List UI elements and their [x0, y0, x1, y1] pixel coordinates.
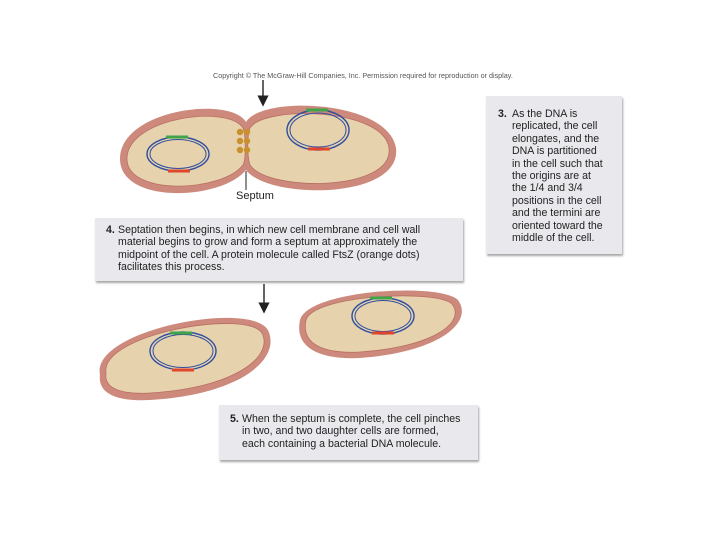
- caption-line: As the DNA is: [512, 108, 603, 120]
- copyright-notice: Copyright © The McGraw-Hill Companies, I…: [213, 71, 513, 80]
- caption-line: material begins to grow and form a septu…: [118, 236, 420, 248]
- caption-line: elongates, and the: [512, 133, 603, 145]
- caption-line: and the termini are: [512, 207, 603, 219]
- caption-line: DNA is partitioned: [512, 145, 603, 157]
- step-number: 4.: [106, 224, 115, 236]
- step-number: 3.: [498, 108, 507, 120]
- step-4-caption: 4. Septation then begins, in which new c…: [95, 218, 463, 281]
- step-3-caption: 3. As the DNA is replicated, the cell el…: [486, 96, 622, 254]
- caption-line: midpoint of the cell. A protein molecule…: [118, 249, 420, 261]
- caption-line: facilitates this process.: [118, 261, 420, 273]
- caption-line: Septation then begins, in which new cell…: [118, 224, 420, 236]
- caption-line: positions in the cell: [512, 195, 603, 207]
- septum-label: Septum: [236, 190, 274, 202]
- step-5-caption: 5. When the septum is complete, the cell…: [219, 405, 478, 460]
- daughter-cell-right: [299, 290, 462, 358]
- caption-line: replicated, the cell: [512, 120, 603, 132]
- caption-line: When the septum is complete, the cell pi…: [242, 413, 460, 425]
- step-number: 5.: [230, 413, 239, 425]
- caption-line: in the cell such that: [512, 158, 603, 170]
- caption-line: middle of the cell.: [512, 232, 603, 244]
- step-text: When the septum is complete, the cell pi…: [242, 413, 460, 450]
- caption-line: oriented toward the: [512, 220, 603, 232]
- dividing-cell: [120, 106, 396, 193]
- caption-line: each containing a bacterial DNA molecule…: [242, 438, 460, 450]
- step-text: Septation then begins, in which new cell…: [118, 224, 420, 274]
- caption-line: the origins are at: [512, 170, 603, 182]
- caption-line: the 1/4 and 3/4: [512, 182, 603, 194]
- daughter-cell-left: [100, 318, 271, 400]
- step-text: As the DNA is replicated, the cell elong…: [512, 108, 603, 244]
- caption-line: in two, and two daughter cells are forme…: [242, 425, 460, 437]
